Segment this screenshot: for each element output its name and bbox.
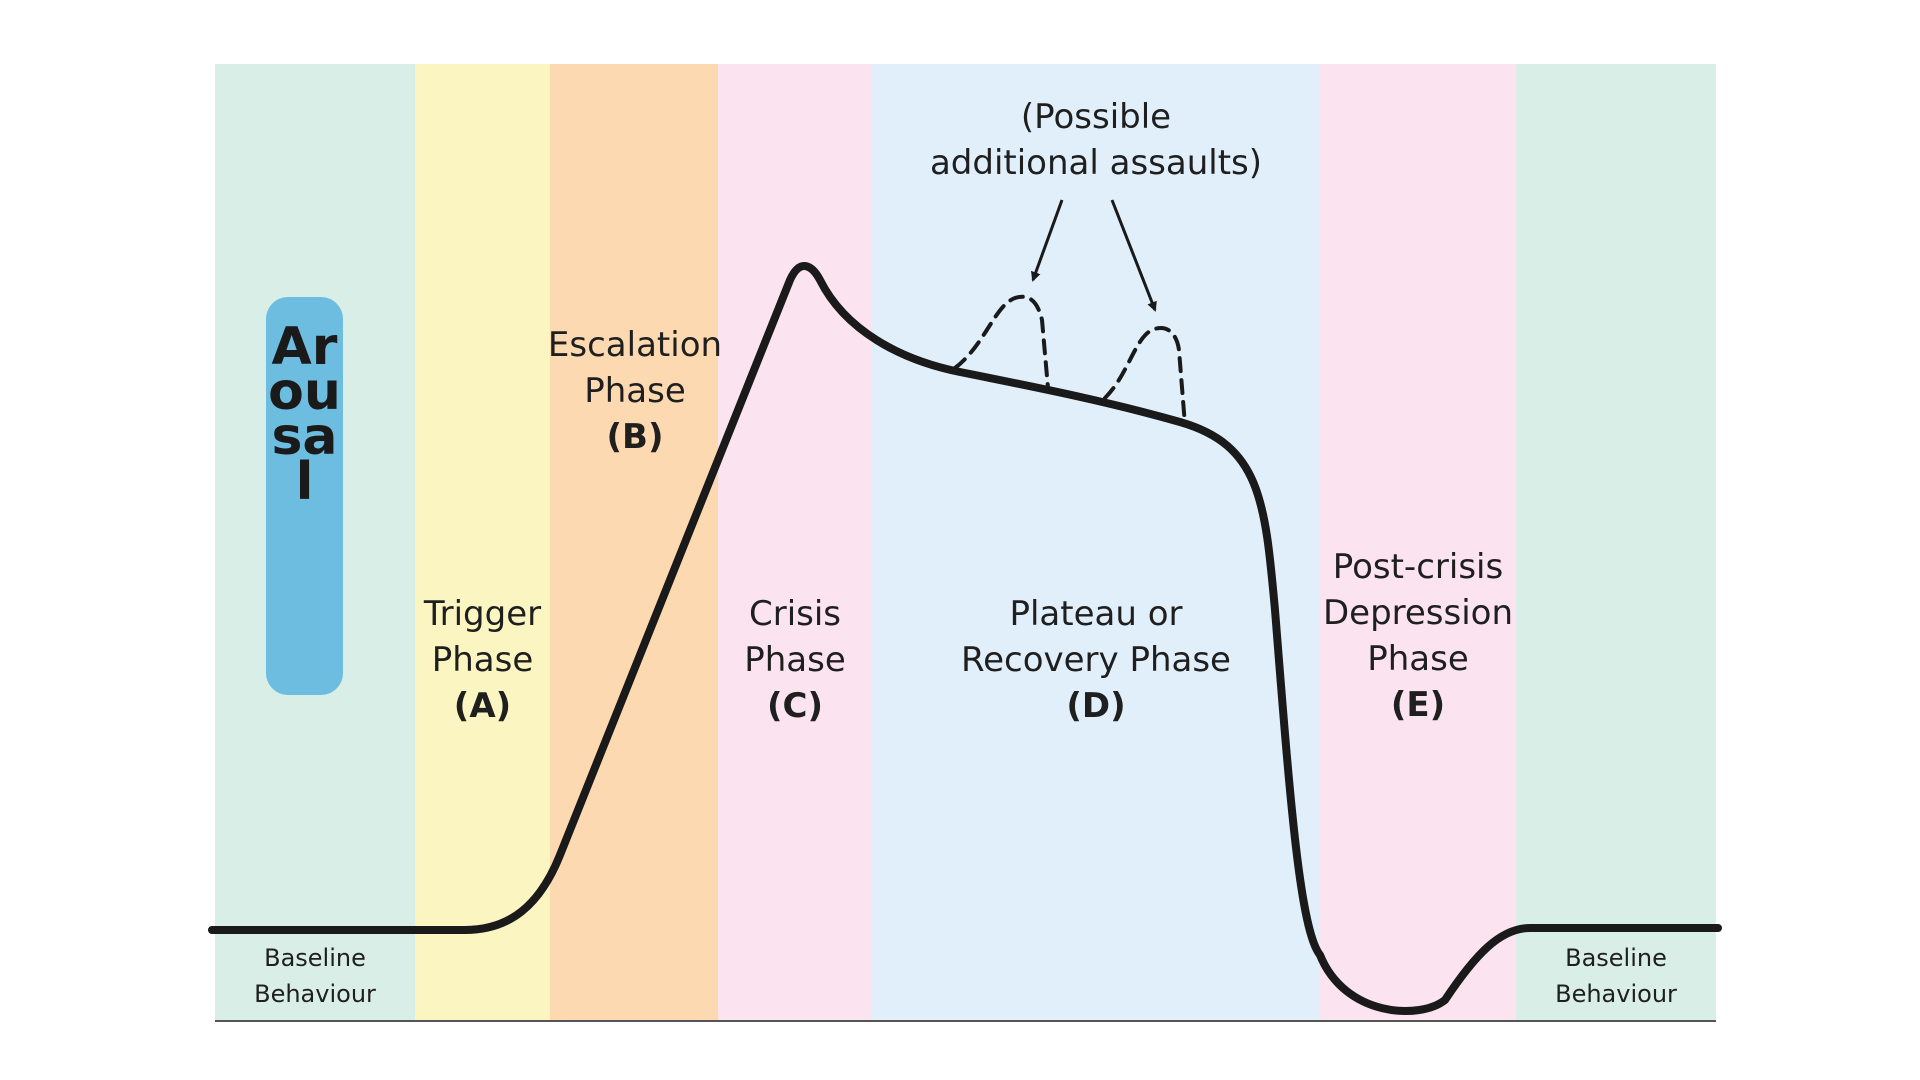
baseline-label-left: Baseline Behaviour (254, 944, 376, 1008)
band-baseline-right (1516, 64, 1716, 1021)
band-crisis (718, 64, 872, 1021)
phase-code: (D) (1066, 686, 1126, 726)
phase-label-plateau: Plateau or Recovery Phase (D) (872, 591, 1320, 729)
assault-spike-dashed-1 (953, 294, 1050, 390)
arousal-curve (208, 262, 1722, 1015)
phase-name: Plateau or Recovery Phase (961, 594, 1231, 680)
phase-code: (B) (606, 417, 664, 457)
band-plateau (872, 64, 1320, 1021)
phase-code: (E) (1390, 685, 1446, 725)
arousal-label: Arousal (268, 317, 341, 512)
phase-label-escalation: Escalation Phase (B) (540, 322, 730, 460)
arousal-badge: Arousal (266, 297, 343, 695)
band-escalation (550, 64, 718, 1021)
band-post-crisis (1320, 64, 1516, 1021)
phase-name: Trigger Phase (423, 594, 542, 680)
annotation-additional-assaults: (Possible additional assaults) (929, 97, 1263, 183)
arrow-to-spike-1 (1031, 199, 1064, 282)
arrow-to-spike-2 (1110, 199, 1157, 312)
phase-code: (A) (453, 686, 512, 726)
phase-label-trigger: Trigger Phase (A) (415, 591, 550, 729)
baseline-label-right: Baseline Behaviour (1555, 944, 1677, 1008)
phase-name: Escalation Phase (547, 325, 723, 411)
band-trigger (415, 64, 550, 1021)
phase-name: Crisis Phase (744, 594, 846, 680)
phase-label-crisis: Crisis Phase (C) (718, 591, 872, 729)
phase-code: (C) (766, 686, 824, 726)
phase-label-post-crisis: Post-crisis Depression Phase (E) (1320, 544, 1516, 728)
phase-name: Post-crisis Depression Phase (1322, 547, 1514, 679)
assault-spike-dashed-2 (1103, 326, 1187, 427)
